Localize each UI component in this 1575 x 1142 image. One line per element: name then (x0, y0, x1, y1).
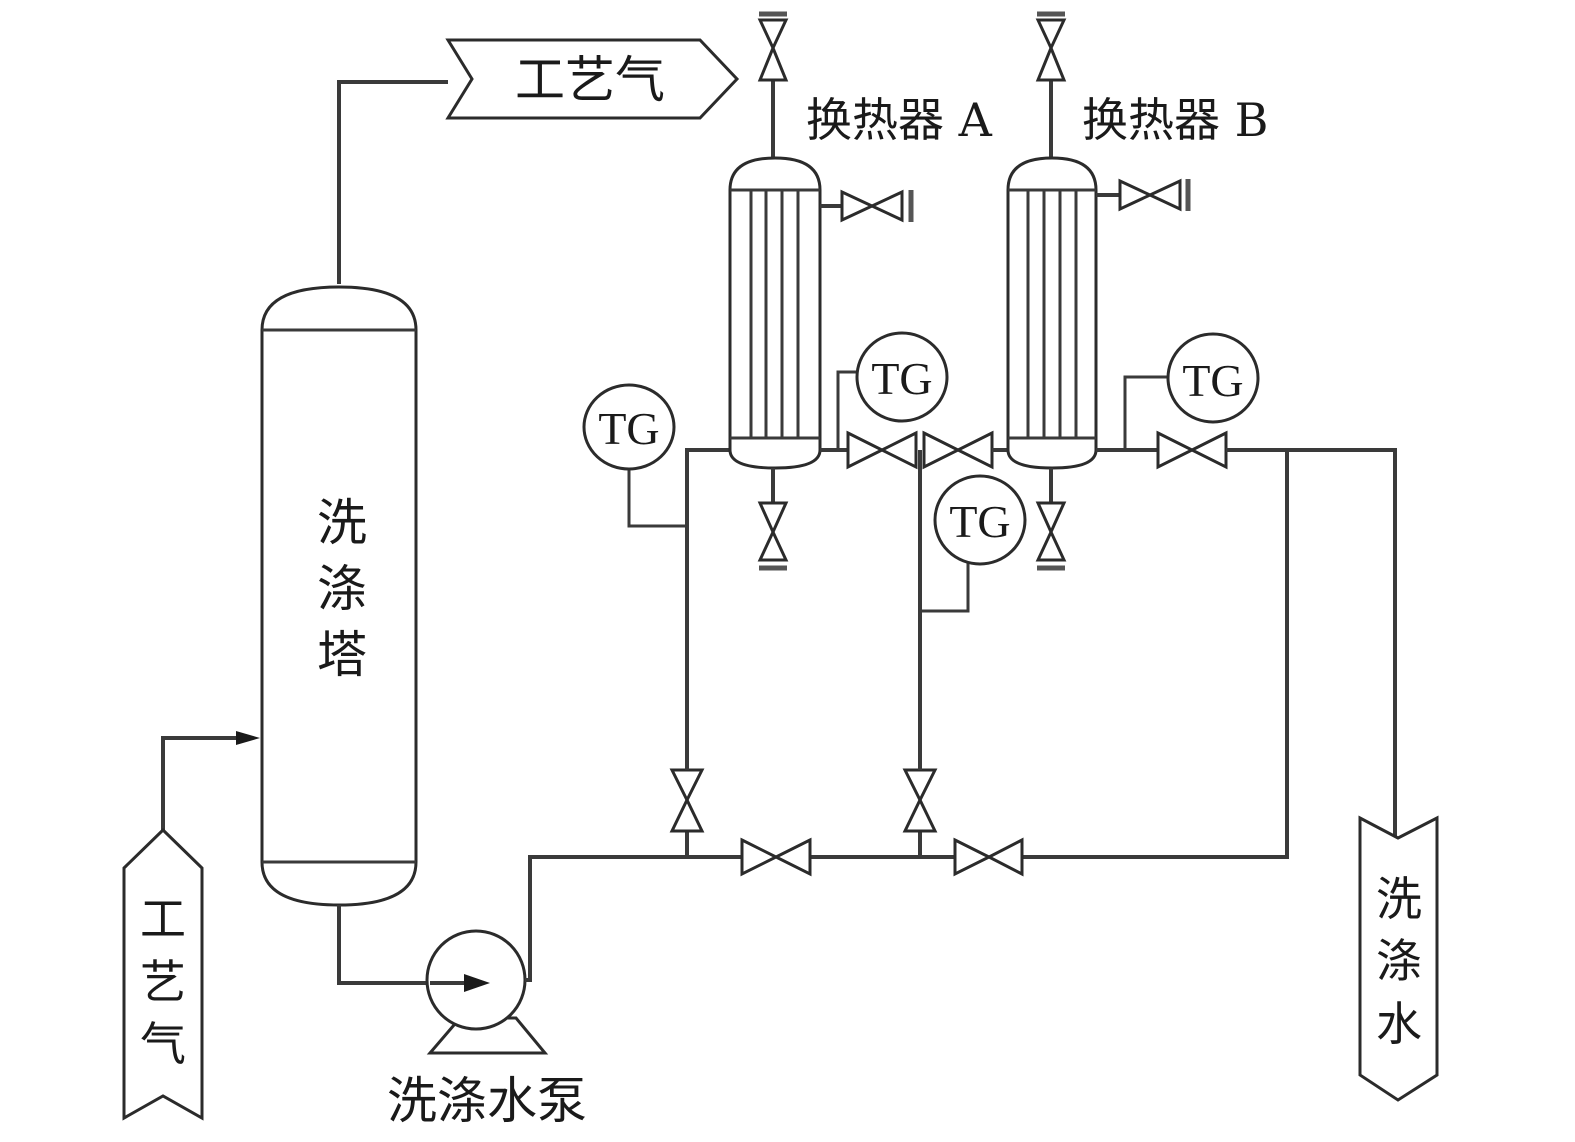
gas-inlet-label-1: 工 (140, 892, 186, 946)
wash-water-outlet-pipe (1226, 448, 1397, 870)
hx-a-label: 换热器 A (806, 93, 993, 147)
pump-flow-arrow-icon (464, 974, 490, 992)
wash-water-pump: 洗涤水泵 (387, 929, 587, 1130)
riser-a-valve[interactable] (669, 768, 705, 833)
wash-tower-label-3: 塔 (317, 626, 367, 684)
gas-outlet-pipe (337, 80, 448, 284)
wash-water-label-1: 洗 (1376, 872, 1422, 926)
wash-water-label-2: 涤 (1376, 934, 1422, 988)
gas-inlet-label-3: 气 (140, 1017, 186, 1071)
tg-gauge-circle (1166, 332, 1260, 424)
wash-tower: 洗 涤 塔 (260, 285, 418, 907)
heat-exchanger-a: 换热器 A (728, 11, 993, 571)
tg-label: TG (1182, 355, 1243, 406)
hx-b-outlet-valve[interactable] (1156, 430, 1228, 470)
hx-a-side-valve[interactable] (840, 189, 904, 223)
riser-a-pipe (685, 448, 740, 770)
wash-tower-label-2: 涤 (317, 560, 367, 618)
wash-water-arrow-shape (1358, 815, 1439, 1102)
tg-lead-line (1123, 375, 1167, 450)
hx-a-top-vent-valve[interactable] (757, 18, 789, 82)
bypass-valve-2[interactable] (953, 837, 1024, 877)
hx-a-drain-valve[interactable] (757, 501, 789, 562)
process-gas-inlet-tag: 工 艺 气 (122, 731, 260, 1121)
hx-a-outlet-valve[interactable] (846, 430, 918, 470)
tg-label: TG (949, 496, 1010, 547)
hx-b-inlet-valve[interactable] (922, 430, 994, 470)
hx-a-shell (728, 156, 822, 470)
riser-mid-valve[interactable] (902, 768, 938, 833)
gas-inlet-arrow-icon (236, 731, 260, 745)
tg-lead-line (627, 468, 687, 528)
tg-label: TG (598, 403, 659, 454)
wash-tower-label-1: 洗 (317, 494, 367, 552)
tg-instrument-b-outlet[interactable]: TG (1123, 332, 1260, 450)
process-gas-outlet-tag: 工艺气 (337, 38, 740, 284)
tg-lead-line (920, 562, 970, 613)
gas-inlet-label-2: 艺 (140, 955, 186, 1009)
tg-gauge-circle (933, 474, 1027, 566)
tg-lead-line (836, 370, 856, 450)
wash-water-outlet-tag: 洗 涤 水 (1358, 815, 1439, 1102)
pump-label: 洗涤水泵 (387, 1072, 587, 1130)
tg-instrument-mid[interactable]: TG (920, 474, 1027, 613)
hx-b-drain-valve[interactable] (1035, 501, 1067, 562)
hx-b-label: 换热器 B (1082, 93, 1268, 147)
tg-label: TG (871, 353, 932, 404)
tg-gauge-circle (855, 331, 949, 423)
tg-instrument-a-outlet[interactable]: TG (836, 331, 949, 450)
gas-outlet-label: 工艺气 (515, 51, 665, 109)
gas-outlet-arrow-shape (445, 38, 740, 120)
hx-b-top-vent-valve[interactable] (1035, 18, 1067, 82)
gas-inlet-arrow-shape (122, 827, 204, 1121)
bypass-valve-1[interactable] (740, 837, 812, 877)
hx-b-shell (1006, 156, 1098, 470)
wash-water-label-3: 水 (1376, 997, 1422, 1051)
tg-instrument-a-inlet[interactable]: TG (582, 383, 687, 528)
gas-inlet-pipe (161, 736, 248, 830)
tg-gauge-circle (582, 383, 676, 471)
heat-exchanger-b: 换热器 B (1006, 11, 1268, 571)
pump-discharge-pipe (525, 855, 742, 982)
hx-b-side-valve[interactable] (1118, 178, 1182, 212)
bottom-header-right (1022, 450, 1289, 859)
